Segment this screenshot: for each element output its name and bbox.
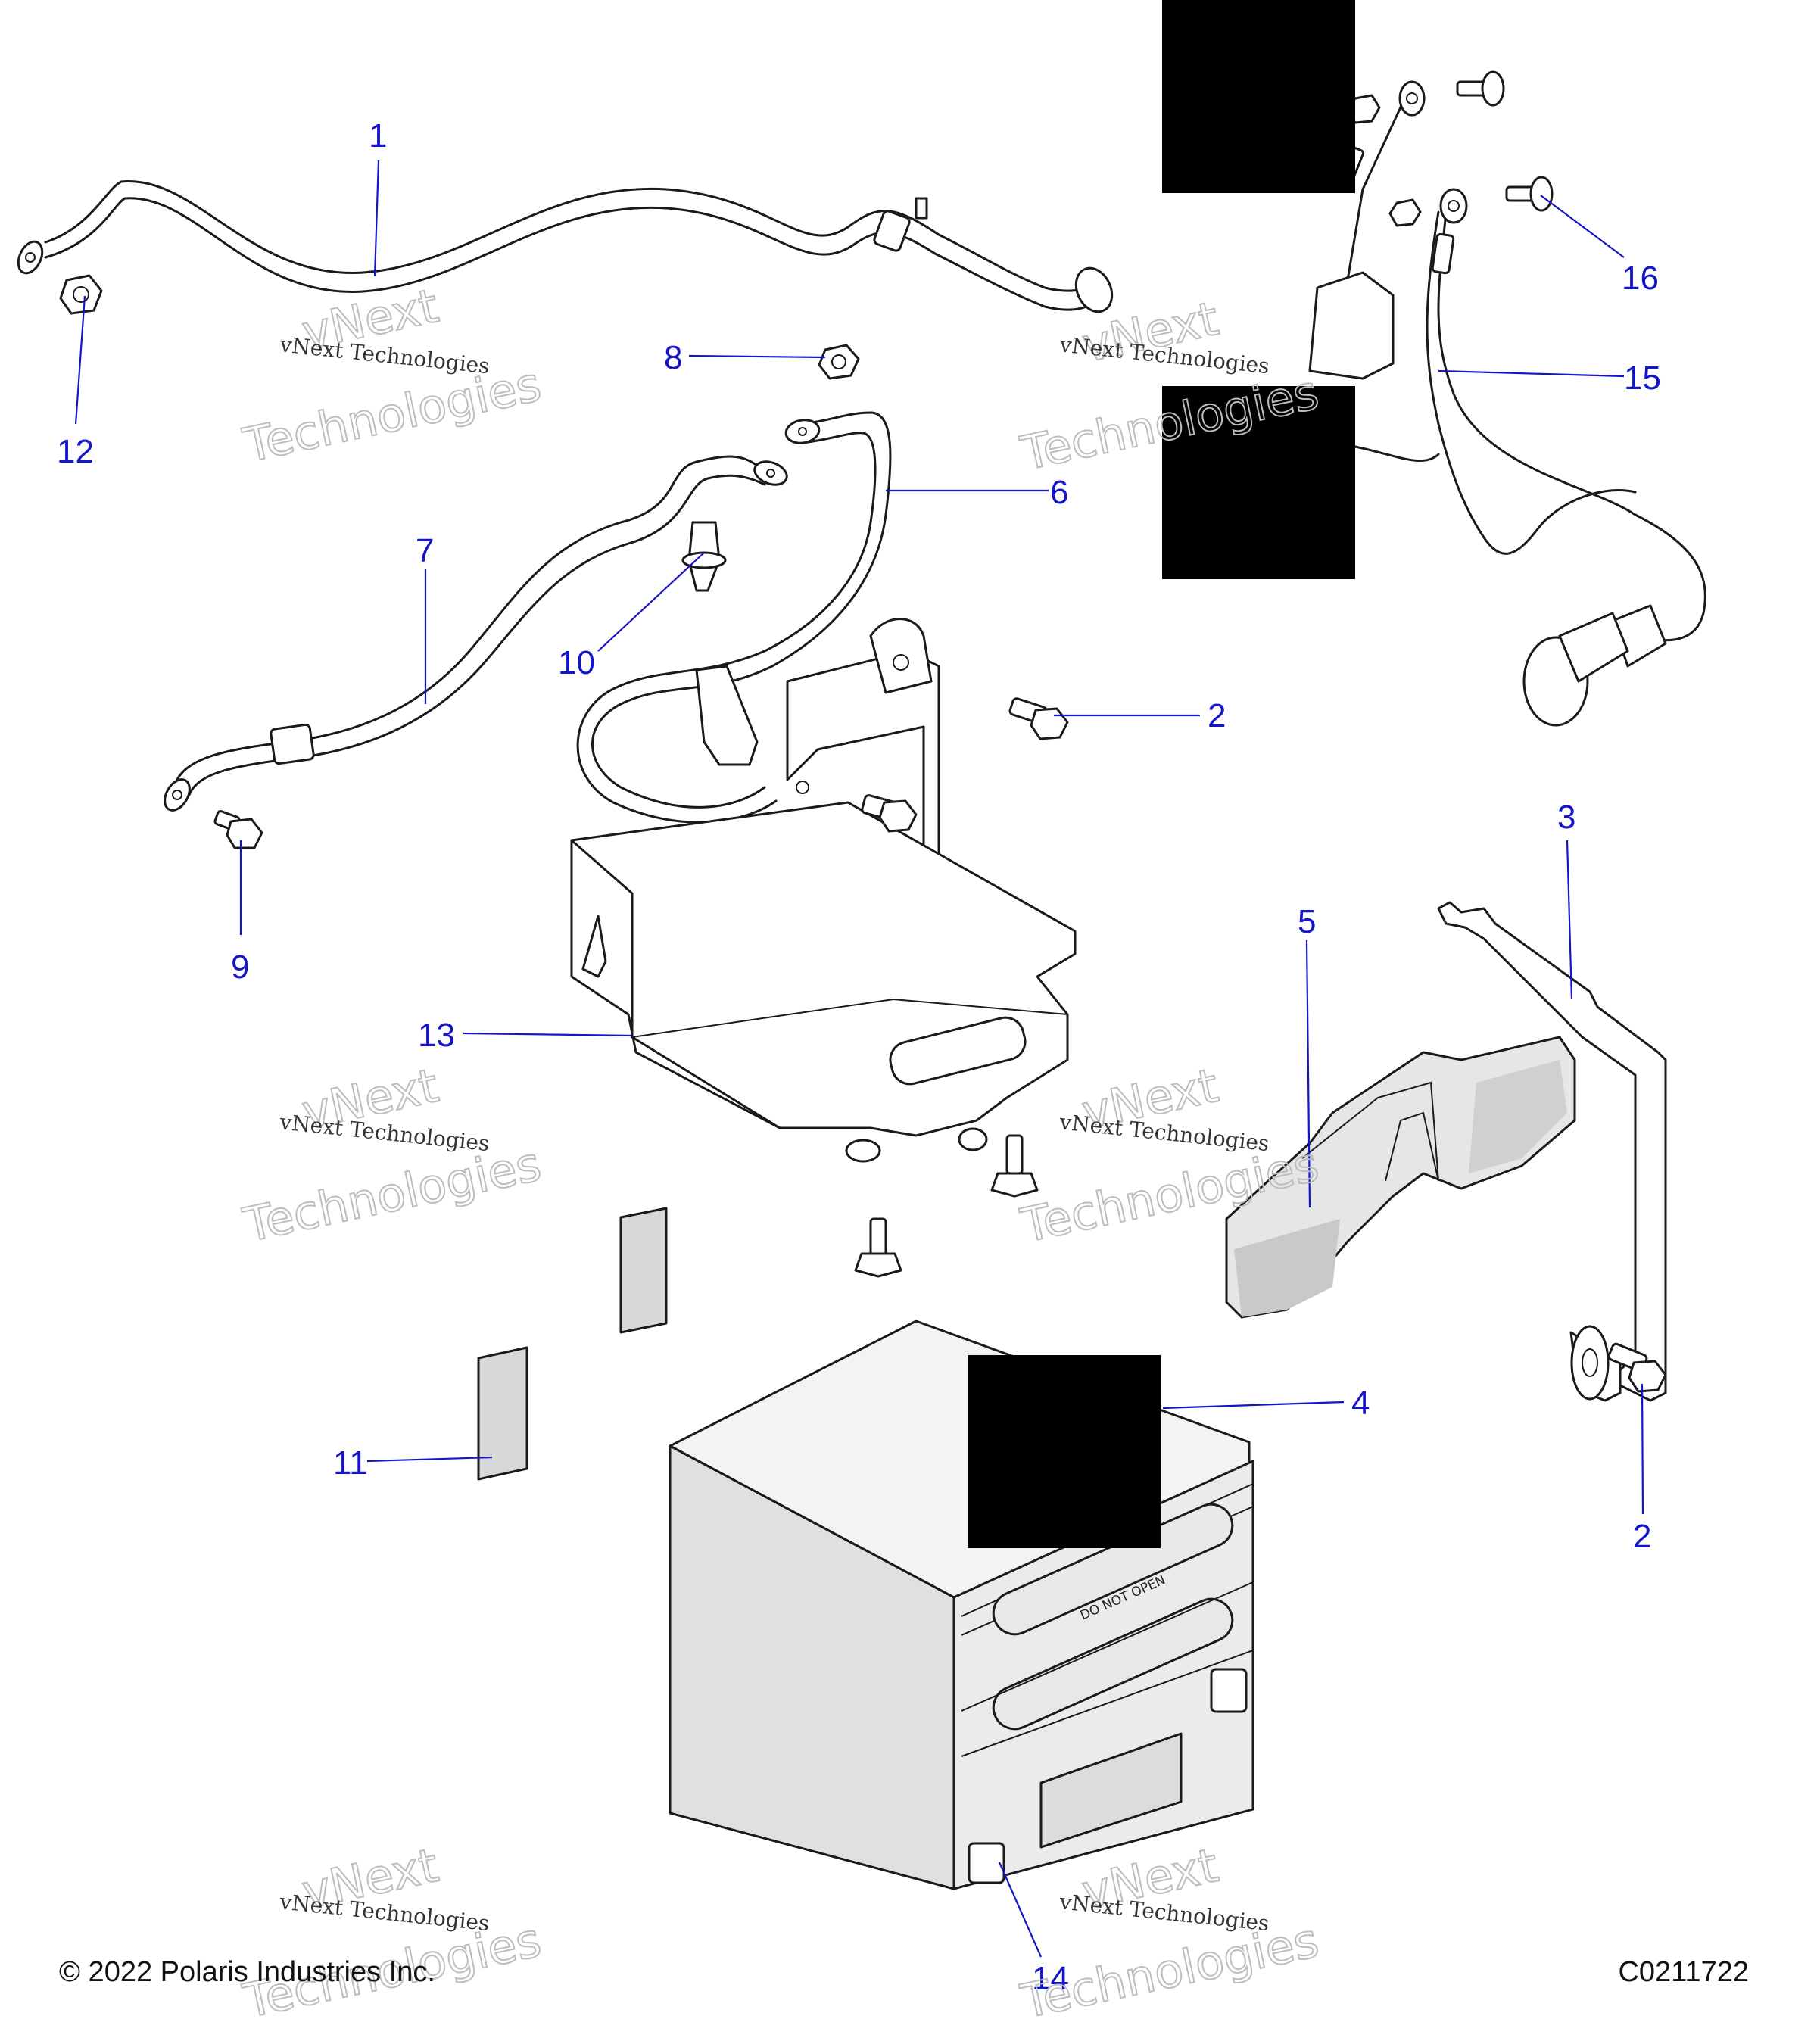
harness-nuts	[1346, 94, 1422, 227]
leader-lines	[74, 160, 1644, 1958]
callout-labels: 1 2 2 3 4 5 6 7 8 9 10 11 12 13 14 15 16	[57, 117, 1661, 1997]
callout-14: 14	[1032, 1960, 1069, 1997]
callout-12: 12	[57, 433, 94, 470]
callout-16: 16	[1622, 260, 1659, 297]
callout-1: 1	[369, 117, 387, 154]
callout-4: 4	[1351, 1385, 1370, 1422]
battery-cable-part-7	[164, 455, 788, 812]
redaction-blocks	[968, 0, 1355, 1548]
redaction-block-3	[968, 1355, 1161, 1548]
callout-11: 11	[333, 1444, 368, 1482]
bolt-part-9	[213, 810, 263, 849]
battery-cable-part-1	[17, 180, 1114, 313]
stud-part-10	[681, 521, 727, 592]
battery-part-4: DO NOT OPEN	[669, 1320, 1254, 1890]
battery-tray-part-13	[570, 618, 1077, 1163]
callout-15: 15	[1624, 360, 1661, 397]
screw-part-16	[1456, 70, 1554, 212]
bolt-part-2-lower	[1607, 1342, 1667, 1393]
terminal-cover-part-5	[1225, 1036, 1576, 1319]
redaction-block-2	[1162, 386, 1355, 579]
callout-9: 9	[231, 949, 249, 986]
svg-text:Technologies: Technologies	[238, 1136, 546, 1253]
callout-6: 6	[1050, 474, 1068, 511]
callout-2-lower: 2	[1633, 1518, 1651, 1555]
callout-8: 8	[664, 339, 682, 376]
callout-10: 10	[558, 644, 595, 681]
callout-7: 7	[416, 532, 434, 569]
callout-3: 3	[1557, 799, 1575, 836]
callout-2-upper: 2	[1208, 697, 1226, 734]
bolt-part-2-upper	[1008, 697, 1069, 740]
watermark-1: vNext vNext Technologies Technologies	[238, 277, 547, 474]
svg-text:Technologies: Technologies	[1016, 1912, 1323, 2029]
callout-13: 13	[418, 1017, 455, 1054]
hold-down-strap-part-3	[1437, 901, 1667, 1402]
copyright-text: © 2022 Polaris Industries Inc.	[59, 1956, 435, 1988]
callout-5: 5	[1298, 903, 1316, 940]
nut-part-8	[818, 344, 860, 380]
watermark-5: vNext vNext Technologies Technologies	[238, 1837, 547, 2030]
redaction-block-1	[1162, 0, 1355, 193]
watermark-6: vNext vNext Technologies Technologies	[1015, 1837, 1324, 2030]
watermark-3: vNext vNext Technologies Technologies	[238, 1057, 547, 1254]
svg-text:Technologies: Technologies	[238, 357, 546, 473]
pads-part-11	[477, 1207, 668, 1481]
nut-part-12	[59, 274, 103, 315]
diagram-code: C0211722	[1618, 1956, 1749, 1988]
tray-bolts	[854, 1134, 1039, 1278]
accessory-harness-part-15	[1308, 80, 1706, 727]
